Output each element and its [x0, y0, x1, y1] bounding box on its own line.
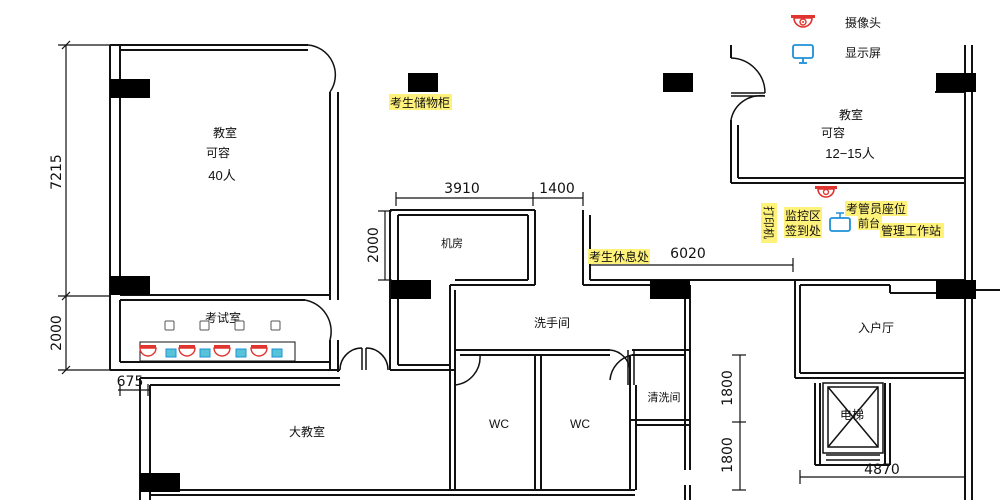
classroom-right-title: 教室 [839, 107, 863, 122]
exam-desk-squares [164, 320, 281, 331]
printer-annotation: 打印机 [762, 206, 776, 239]
display-icon [271, 348, 283, 358]
camera-icon [815, 186, 837, 198]
walls [109, 44, 1000, 500]
exam-desk-row [139, 341, 296, 362]
sign-in-annotation: 签到处 [785, 223, 821, 238]
dim-2000-mid: 2000 [366, 227, 382, 263]
legend-display-label: 显示屏 [845, 46, 881, 60]
dim-6020: 6020 [670, 246, 706, 262]
display-icon [199, 348, 211, 358]
camera-icon [213, 345, 231, 357]
entrance-hall-label: 入户厅 [858, 320, 894, 335]
machine-room-label: 机房 [441, 236, 463, 250]
display-icon [235, 348, 247, 358]
proctor-seat-annotation: 考管员座位 [846, 201, 906, 216]
elevator-shaft [822, 382, 884, 461]
monitor-area-annotation: 监控区 [785, 209, 821, 223]
display-icon [165, 348, 177, 358]
wc-right-label: WC [570, 417, 590, 431]
exam-room-label: 考试室 [205, 310, 241, 325]
doors [304, 44, 766, 386]
dimension-lines [58, 40, 966, 491]
display-icon [829, 212, 851, 232]
classroom-left-capacity: 40人 [208, 168, 235, 183]
classroom-left-title: 教室 [213, 125, 237, 140]
big-classroom-label: 大教室 [289, 424, 325, 439]
rest-area-annotation: 考生休息处 [589, 249, 649, 264]
room-labels: 教室 可容 40人 教室 可容 12−15人 机房 洗手间 考试室 大教室 WC… [205, 107, 894, 439]
cleaning-room-label: 清洗间 [648, 391, 681, 404]
dim-675: 675 [117, 374, 144, 390]
wc-left-label: WC [489, 417, 509, 431]
dim-3910: 3910 [444, 181, 480, 197]
annotations: 考生储物柜 考生休息处 考管员座位 监控区 签到处 前台 管理工作站 打印机 [389, 94, 944, 264]
dim-7215: 7215 [49, 154, 65, 190]
legend: 摄像头 显示屏 [791, 15, 881, 64]
structural-columns [110, 73, 976, 492]
washroom-label: 洗手间 [534, 316, 570, 330]
dim-1800-bottom: 1800 [720, 437, 736, 473]
legend-camera-label: 摄像头 [845, 15, 881, 30]
management-station-annotation: 管理工作站 [881, 223, 941, 238]
storage-annotation: 考生储物柜 [390, 95, 450, 110]
camera-icon [791, 15, 815, 28]
classroom-left-capacity-label: 可容 [206, 145, 230, 160]
display-icon [792, 44, 814, 64]
front-desk-annotation: 前台 [858, 216, 880, 230]
dim-1400: 1400 [539, 181, 575, 197]
camera-icon [250, 345, 268, 357]
dim-2000-left: 2000 [49, 315, 65, 351]
camera-icon [139, 345, 157, 357]
classroom-right-capacity-label: 可容 [821, 125, 845, 140]
classroom-right-capacity: 12−15人 [825, 146, 875, 161]
dim-4870: 4870 [864, 462, 900, 478]
elevator-label: 电梯 [840, 408, 864, 422]
camera-icon [178, 345, 196, 357]
dim-1800-top: 1800 [720, 370, 736, 406]
